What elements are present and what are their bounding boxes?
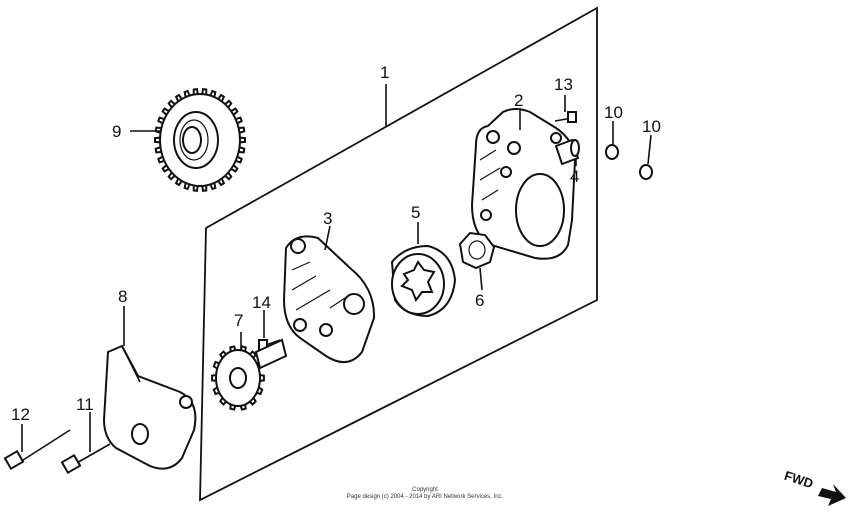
callout-6: 6: [475, 291, 484, 310]
callout-10b: 10: [642, 117, 661, 136]
callout-1: 1: [380, 63, 389, 82]
copyright-line-1: Copyright: [412, 487, 438, 493]
copyright-notice: Copyright Page design (c) 2004 - 2014 by…: [0, 487, 850, 501]
callout-4: 4: [570, 167, 579, 186]
assembly-boundary: [199, 6, 598, 502]
cover-plate: [102, 344, 197, 470]
pump-body: [470, 108, 577, 260]
callout-13: 13: [554, 75, 573, 94]
dowel-pin: [554, 138, 580, 166]
inner-rotor: [458, 231, 496, 270]
callout-9: 9: [112, 122, 121, 141]
callout-14: 14: [252, 293, 271, 312]
callout-3: 3: [323, 209, 332, 228]
callout-8: 8: [118, 287, 127, 306]
forward-arrow-icon: [818, 484, 846, 506]
callout-11: 11: [76, 395, 94, 414]
o-ring-a: [605, 144, 619, 160]
o-ring-b: [639, 164, 653, 180]
bolt-13: [554, 111, 577, 123]
callout-12: 12: [11, 405, 30, 424]
copyright-line-2: Page design (c) 2004 - 2014 by ARI Netwo…: [346, 494, 504, 500]
pump-drive-gear: [211, 338, 288, 411]
callout-7: 7: [234, 311, 243, 330]
outer-rotor: [390, 244, 457, 318]
callout-5: 5: [411, 203, 420, 222]
callout-2: 2: [514, 91, 523, 110]
callout-10a: 10: [604, 103, 623, 122]
pump-cover: [282, 235, 376, 363]
long-bolt: [3, 429, 71, 471]
drive-gear: [154, 87, 246, 193]
bolt-11: [60, 443, 111, 475]
